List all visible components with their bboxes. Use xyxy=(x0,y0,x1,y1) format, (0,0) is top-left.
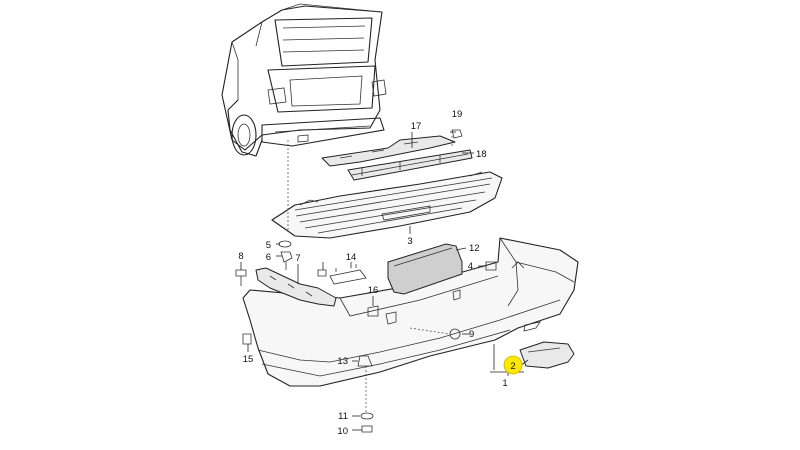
label-part-17: 17 xyxy=(411,121,422,132)
label-part-3: 3 xyxy=(407,236,412,247)
label-part-12: 12 xyxy=(469,243,480,254)
label-part-5: 5 xyxy=(266,240,271,251)
label-part-6: 6 xyxy=(266,252,271,263)
car-rear-illustration xyxy=(221,3,387,157)
label-part-8: 8 xyxy=(238,251,243,262)
label-part-13: 13 xyxy=(337,356,348,367)
label-part-14: 14 xyxy=(346,252,357,263)
label-part-2: 2 xyxy=(510,361,515,372)
label-part-15: 15 xyxy=(243,354,254,365)
label-part-1: 1 xyxy=(502,378,507,389)
label-part-16: 16 xyxy=(368,285,379,296)
part-14-mounting-strip xyxy=(329,264,367,285)
part-2-highlight-marker xyxy=(503,355,523,375)
part-2-cover-cap xyxy=(519,341,575,369)
label-part-4: 4 xyxy=(468,261,473,272)
part-7-guide-bracket xyxy=(255,267,337,307)
part-number-labels: 1 2 3 4 5 6 7 8 9 10 11 12 13 14 15 16 1… xyxy=(238,109,515,437)
label-part-7: 7 xyxy=(295,253,300,264)
label-part-18: 18 xyxy=(476,149,487,160)
fastener-hardware xyxy=(235,129,497,433)
part-17-mounting-bracket xyxy=(321,135,456,167)
label-part-19: 19 xyxy=(452,109,463,120)
part-18-reinforcement-bar xyxy=(347,149,473,181)
label-part-10: 10 xyxy=(337,426,348,437)
part-3-impact-absorber xyxy=(271,171,503,239)
label-part-11: 11 xyxy=(338,411,348,422)
part-12-foam-pad xyxy=(387,243,463,295)
label-part-9: 9 xyxy=(469,329,474,340)
